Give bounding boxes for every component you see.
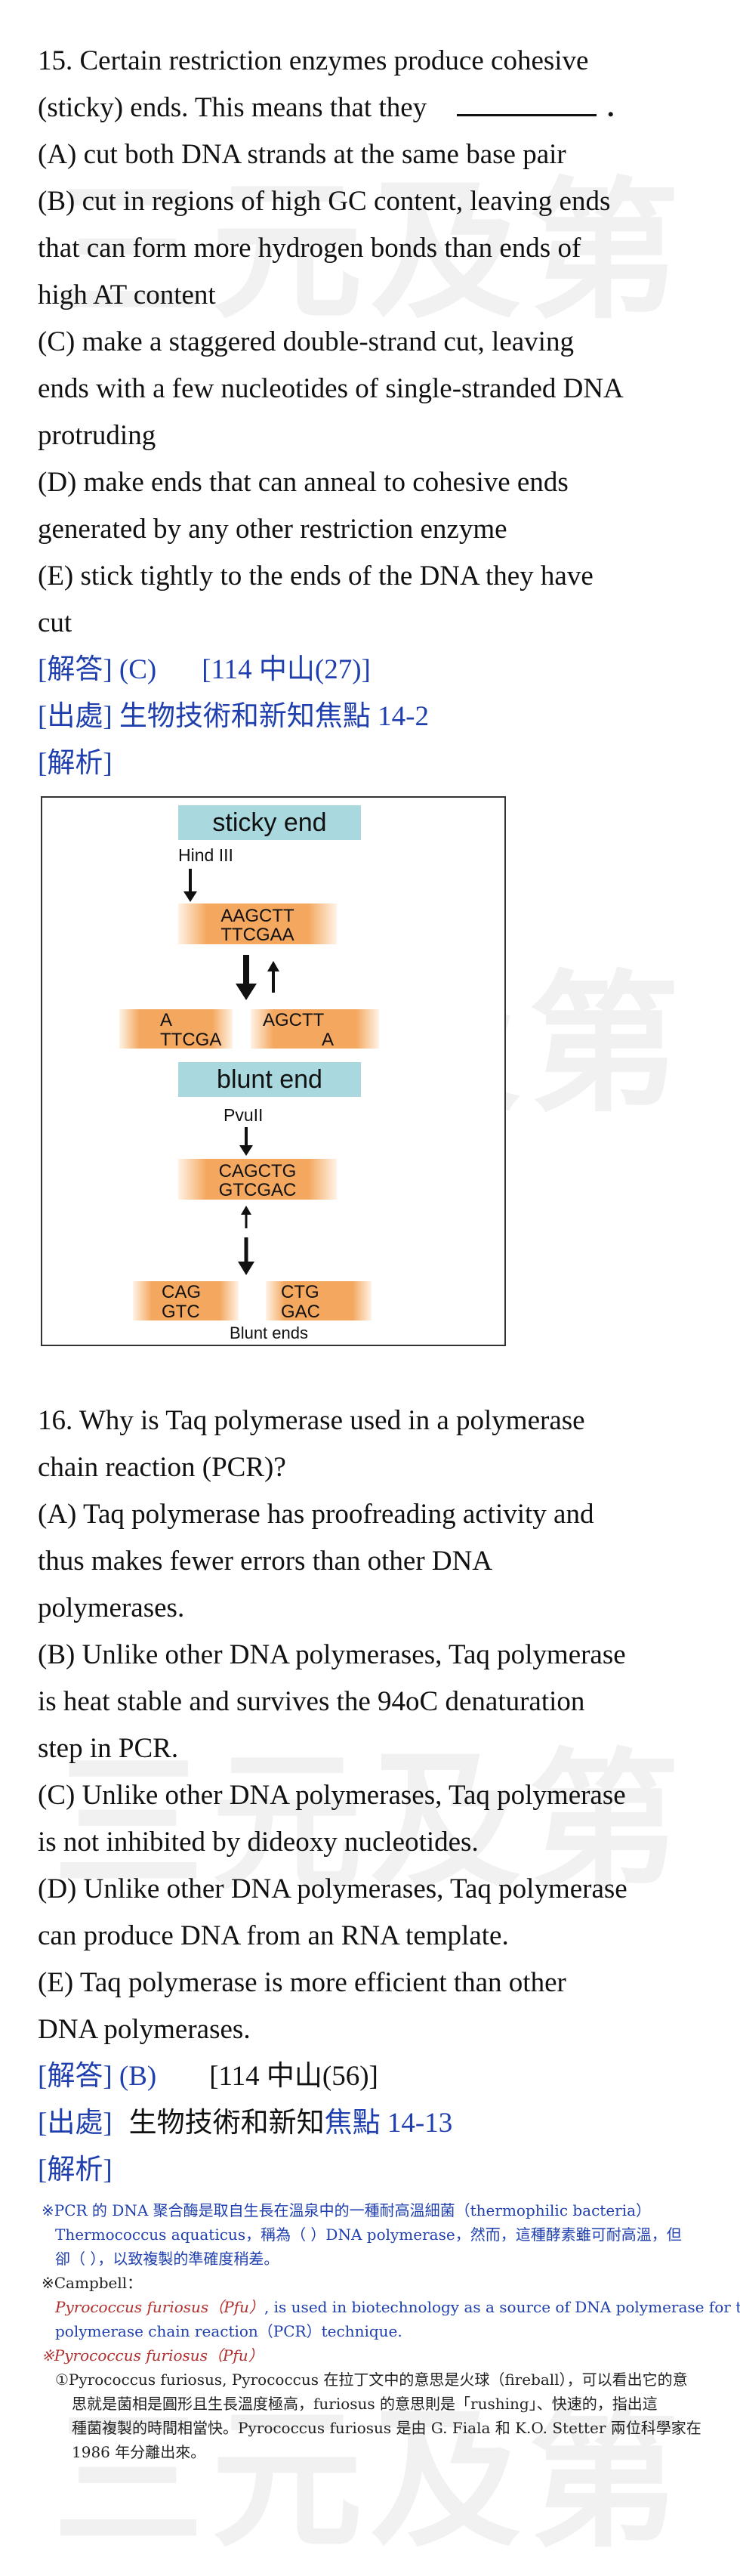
note-line: ※Campbell： (42, 2274, 143, 2292)
seq2-bottom: GTCGAC (219, 1180, 297, 1200)
right-fragment-top-band (251, 1009, 379, 1029)
q15-option-c-cont: ends with a few nucleotides of single-st… (38, 373, 624, 404)
blunt-end-title: blunt end (217, 1065, 322, 1094)
q16-source: [出處] 生物技術和新知焦點 14-13 (38, 2100, 452, 2147)
q15-option-e: (E) stick tightly to the ends of the DNA… (38, 561, 594, 591)
q16-option-b-cont: is heat stable and survives the 94oC den… (38, 1686, 585, 1717)
blunt-right-top-band (266, 1281, 372, 1301)
seq2-band (178, 1159, 337, 1200)
note-line: ※PCR 的 DNA 聚合酶是取自生長在溫泉中的一種耐高溫細菌（thermoph… (42, 2201, 652, 2219)
q16-answer-label: [解答] (B) (38, 2061, 157, 2092)
q16-option-b-cont: step in PCR. (38, 1733, 179, 1764)
sticky-end-title-box (178, 805, 361, 840)
note-line: Thermococcus aquaticus，稱為（ ）DNA polymera… (55, 2225, 682, 2244)
left-fragment-bottom: TTCGA (160, 1030, 221, 1050)
q16-option-d: (D) Unlike other DNA polymerases, Taq po… (38, 1873, 627, 1904)
arrow-head-icon (239, 1145, 253, 1156)
blunt-right-top: CTG (281, 1282, 319, 1302)
q16-option-a-cont: thus makes fewer errors than other DNA (38, 1546, 493, 1577)
note-line: ①Pyrococcus furiosus, Pyrococcus 在拉丁文中的意… (55, 2371, 688, 2389)
q16-option-e-cont: DNA polymerases. (38, 2014, 251, 2045)
restriction-enzyme-figure: sticky end Hind III AAGCTT TTCGAA A TTCG… (41, 796, 506, 1346)
q16-line1: 16. Why is Taq polymerase used in a poly… (38, 1405, 585, 1436)
arrow-head-icon (241, 1206, 251, 1215)
q15-option-e-cont: cut (38, 607, 72, 638)
blunt-left-top-band (133, 1281, 239, 1301)
q16-answer-ref: [114 中山(56)] (209, 2061, 378, 2092)
blunt-end-title-box (178, 1062, 361, 1097)
note-line: Pyrococcus furiosus（Pfu）, is used in bio… (42, 2295, 740, 2319)
sticky-end-title: sticky end (212, 808, 326, 837)
q15-line2: (sticky) ends. This means that they. (38, 85, 614, 131)
note-species: Pyrococcus furiosus（Pfu） (55, 2298, 264, 2316)
seq1-bottom: TTCGAA (220, 925, 294, 945)
analysis-notes: ※PCR 的 DNA 聚合酶是取自生長在溫泉中的一種耐高溫細菌（thermoph… (42, 2198, 740, 2464)
blunt-right-bottom: GAC (281, 1302, 320, 1322)
note-line: polymerase chain reaction（PCR）technique. (55, 2322, 402, 2340)
watermark: 三元及第 (52, 164, 687, 340)
right-fragment-bottom: A (322, 1030, 334, 1050)
q16-option-c: (C) Unlike other DNA polymerases, Taq po… (38, 1780, 626, 1811)
q16-option-e: (E) Taq polymerase is more efficient tha… (38, 1967, 566, 1998)
q16-line2: chain reaction (PCR)? (38, 1452, 286, 1483)
q16-option-a: (A) Taq polymerase has proofreading acti… (38, 1499, 594, 1530)
arrow-head-icon (236, 984, 257, 1000)
hind-iii-label: Hind III (178, 845, 233, 865)
q15-answer-label: [解答] (C) (38, 654, 157, 685)
right-fragment-bottom-band (251, 1029, 379, 1049)
q15-source: [出處] 生物技術和新知焦點 14-2 (38, 701, 429, 732)
q15-line1: 15. Certain restriction enzymes produce … (38, 45, 589, 76)
seq1-band (178, 903, 337, 944)
watermark: 三元及第 (52, 1735, 687, 1911)
q15-analysis-heading: [解析] (38, 748, 113, 779)
arrow-head-icon (183, 891, 197, 902)
blunt-right-bottom-band (266, 1301, 372, 1320)
blunt-left-top: CAG (162, 1282, 201, 1302)
q16-option-d-cont: can produce DNA from an RNA template. (38, 1920, 509, 1951)
left-fragment-top: A (160, 1010, 172, 1030)
pvuii-label: PvuII (224, 1105, 263, 1125)
note-text: , is used in biotechnology as a source o… (264, 2298, 740, 2316)
right-fragment-top: AGCTT (263, 1010, 325, 1030)
arrow-head-icon (238, 1262, 254, 1275)
note-line: ※Pyrococcus furiosus（Pfu） (42, 2346, 264, 2364)
blunt-left-bottom: GTC (162, 1302, 200, 1322)
q16-answer: [解答] (B) [114 中山(56)] (38, 2053, 378, 2100)
seq1-top: AAGCTT (220, 906, 294, 926)
q15-line2-text: (sticky) ends. This means that they (38, 92, 427, 123)
q15-option-c: (C) make a staggered double-strand cut, … (38, 326, 574, 357)
restriction-enzyme-diagram: sticky end Hind III AAGCTT TTCGAA A TTCG… (119, 805, 379, 1342)
blunt-ends-caption: Blunt ends (230, 1324, 308, 1342)
left-fragment-top-band (119, 1009, 233, 1029)
q15-option-d: (D) make ends that can anneal to cohesiv… (38, 467, 569, 498)
note-line: 1986 年分離出來。 (72, 2443, 206, 2461)
q15-answer-ref: [114 中山(27)] (202, 654, 371, 685)
q16-option-b: (B) Unlike other DNA polymerases, Taq po… (38, 1639, 626, 1670)
q16-option-a-cont: polymerases. (38, 1592, 185, 1623)
q15-option-b-cont: that can form more hydrogen bonds than e… (38, 233, 581, 264)
note-line: 卻（ ），以致複製的準確度稍差。 (55, 2250, 279, 2268)
q16-analysis-heading: [解析] (38, 2154, 113, 2185)
note-line: 思就是菌相是圓形且生長溫度極高，furiosus 的意思則是「rushing」、… (72, 2395, 658, 2413)
q16-source-label: [出處] (38, 2108, 113, 2139)
q15-option-a: (A) cut both DNA strands at the same bas… (38, 139, 566, 170)
q16-source-a: 生物技術和新知 (128, 2108, 325, 2139)
note-line: 種菌複製的時間相當快。Pyrococcus furiosus 是由 G. Fia… (72, 2419, 701, 2437)
q15-line2-end: . (607, 92, 615, 123)
answer-blank (457, 91, 597, 116)
q15-option-c-cont: protruding (38, 420, 156, 451)
q16-option-c-cont: is not inhibited by dideoxy nucleotides. (38, 1827, 479, 1858)
seq2-top: CAGCTG (219, 1161, 297, 1181)
q15-option-b: (B) cut in regions of high GC content, l… (38, 186, 611, 217)
q16-source-b: 焦點 14-13 (324, 2108, 453, 2139)
left-fragment-bottom-band (119, 1029, 233, 1049)
q15-option-d-cont: generated by any other restriction enzym… (38, 514, 507, 545)
arrow-head-icon (267, 961, 279, 971)
q15-option-b-cont: high AT content (38, 280, 216, 310)
blunt-left-bottom-band (133, 1301, 239, 1320)
q15-answer: [解答] (C) [114 中山(27)] (38, 647, 371, 693)
